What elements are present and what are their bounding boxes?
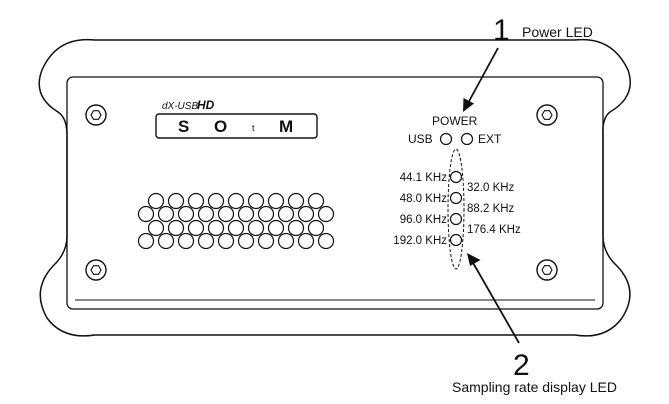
ventilation-grille	[137, 192, 335, 250]
front-plate	[66, 76, 604, 310]
callout-2-arrowhead	[467, 253, 481, 266]
sampling-led-2	[449, 191, 463, 205]
vent-hole	[247, 219, 265, 237]
callout-2-number: 2	[513, 349, 530, 382]
brand-model-suffix: HD	[197, 98, 215, 112]
vent-hole	[227, 192, 245, 210]
rate-label-44-1: 44.1 KHz	[400, 172, 448, 184]
callout-1-arrowhead	[463, 98, 474, 112]
callout-1-label: Power LED	[522, 24, 593, 40]
sampling-led-4	[449, 233, 463, 247]
vent-hole	[297, 205, 315, 223]
screw-top-left	[85, 104, 107, 126]
rate-label-88-2: 88.2 KHz	[467, 203, 515, 215]
vent-hole	[147, 192, 165, 210]
logo-plate	[155, 113, 318, 139]
rate-label-192-0: 192.0 KHz	[393, 235, 447, 247]
vent-hole	[277, 232, 295, 250]
vent-hole	[257, 232, 275, 250]
vent-hole	[137, 205, 155, 223]
vent-hole	[187, 219, 205, 237]
vent-hole	[197, 205, 215, 223]
vent-hole	[197, 232, 215, 250]
vent-hole	[297, 232, 315, 250]
callout-1-arrow-line	[466, 47, 499, 106]
vent-hole	[187, 192, 205, 210]
vent-hole	[167, 219, 185, 237]
rate-label-48-0: 48.0 KHz	[400, 193, 448, 205]
vent-hole	[267, 219, 285, 237]
rate-label-32-0: 32.0 KHz	[467, 182, 515, 194]
vent-hole	[167, 192, 185, 210]
vent-hole	[257, 205, 275, 223]
callout-2-label: Sampling rate display LED	[452, 379, 617, 395]
vent-hole	[237, 232, 255, 250]
vent-hole	[237, 205, 255, 223]
vent-hole	[267, 192, 285, 210]
vent-hole	[157, 205, 175, 223]
logo-letter-o: O	[214, 117, 227, 136]
vent-hole	[307, 219, 325, 237]
power-ext-label: EXT	[478, 132, 502, 146]
vent-hole	[217, 232, 235, 250]
vent-hole	[207, 192, 225, 210]
vent-hole	[227, 219, 245, 237]
logo-letter-t: t	[252, 123, 255, 133]
housing-outline	[38, 38, 631, 337]
rate-label-176-4: 176.4 KHz	[467, 224, 521, 236]
sampling-led-group-outline	[447, 148, 465, 270]
callout-2-arrow-line	[471, 260, 520, 344]
power-ext-led	[460, 132, 474, 146]
screw-bottom-right	[536, 259, 558, 281]
vent-hole	[217, 205, 235, 223]
power-usb-label: USB	[408, 132, 433, 146]
power-usb-led	[439, 132, 453, 146]
brand-model: dX-USB	[162, 101, 198, 112]
power-title: POWER	[432, 114, 478, 128]
screw-bottom-left	[85, 259, 107, 281]
vent-hole	[207, 219, 225, 237]
vent-hole	[287, 219, 305, 237]
vent-hole	[177, 205, 195, 223]
vent-hole	[277, 205, 295, 223]
callout-1-number: 1	[493, 14, 510, 47]
vent-hole	[157, 232, 175, 250]
vent-hole	[307, 192, 325, 210]
rate-label-96-0: 96.0 KHz	[400, 214, 448, 226]
sampling-led-3	[449, 212, 463, 226]
vent-hole	[247, 192, 265, 210]
screw-top-right	[536, 104, 558, 126]
vent-hole	[137, 232, 155, 250]
logo-letter-s: S	[178, 117, 189, 136]
vent-hole	[177, 232, 195, 250]
sampling-led-1	[449, 170, 463, 184]
vent-hole	[317, 232, 335, 250]
logo-letter-m: M	[279, 117, 293, 136]
vent-hole	[147, 219, 165, 237]
vent-hole	[317, 205, 335, 223]
vent-hole	[287, 192, 305, 210]
